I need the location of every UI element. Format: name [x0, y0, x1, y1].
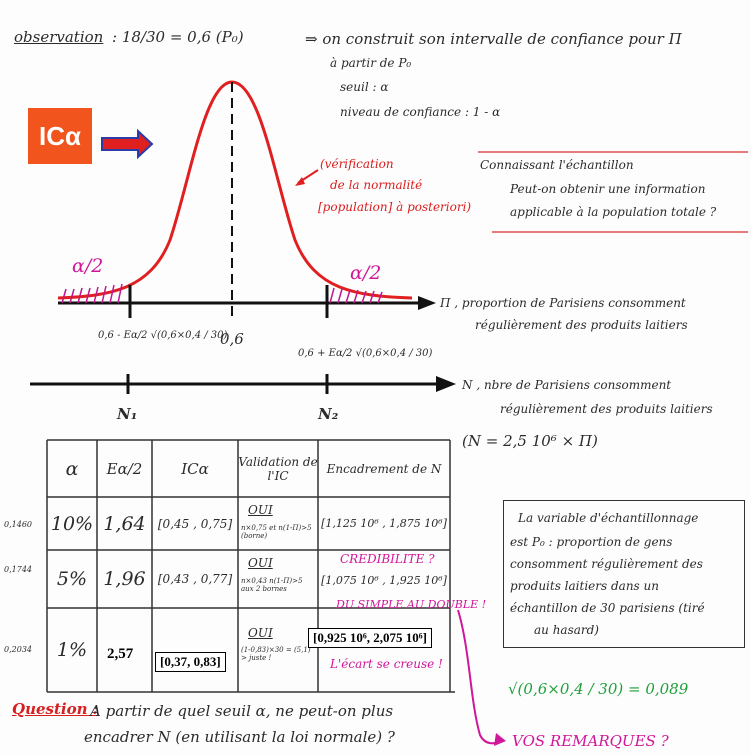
- row2-valid-note: n×0,43 n(1-Π)>5 aux 2 bornes: [241, 577, 303, 593]
- remarks-arrow: [457, 609, 501, 745]
- row3-valid: OUI: [248, 626, 273, 640]
- row1-e: 1,64: [103, 512, 146, 535]
- row1-ic: [0,45 , 0,75]: [157, 516, 233, 531]
- row3-alpha: 1%: [56, 639, 88, 661]
- note-line-1: La variable d'échantillonnage: [518, 511, 699, 525]
- from-p0: à partir de P₀: [330, 56, 412, 70]
- header-alpha: α: [65, 457, 79, 480]
- row1-encadrement: [1,125 10⁶ , 1,875 10⁶]: [321, 517, 447, 530]
- normality-note-2: de la normalité: [330, 178, 423, 192]
- row2-ic: [0,43 , 0,77]: [157, 572, 233, 586]
- alpha-half-left: α/2: [72, 255, 104, 277]
- ic-alpha-badge: ICα: [28, 108, 92, 164]
- row2-alpha: 5%: [56, 568, 88, 590]
- standard-error-formula: √(0,6×0,4 / 30) = 0,089: [508, 680, 689, 698]
- row3-ic: [0,37, 0,83]: [155, 652, 226, 672]
- note-line-2: est P₀ : proportion de gens: [510, 535, 673, 549]
- n-definition: N , nbre de Parisiens consomment: [462, 378, 672, 392]
- row3-valid-note: (1-0,83)×30 = (5,1) > juste !: [241, 646, 311, 662]
- question-text-2: encadrer N (en utilisant la loi normale)…: [84, 728, 395, 746]
- n2-label: N₂: [318, 405, 339, 423]
- note-line-5: échantillon de 30 parisiens (tiré: [510, 601, 705, 615]
- side-value-2: 0,1744: [4, 565, 32, 574]
- badge-arrow: [101, 128, 154, 160]
- note-line-3: consomment régulièrement des: [510, 557, 703, 571]
- question-label: Question :: [12, 700, 99, 718]
- knowing-sample: Connaissant l'échantillon: [480, 158, 634, 172]
- n-formula: (N = 2,5 10⁶ × Π): [462, 432, 598, 450]
- side-value-1: 0,1460: [4, 520, 32, 529]
- header-validation: Validation de l'IC: [238, 454, 318, 483]
- left-tail-hatch: [61, 283, 123, 304]
- pi-definition: Π , proportion de Parisiens consomment: [440, 296, 686, 310]
- right-tail-hatch: [329, 287, 383, 304]
- sampling-variable-box: La variable d'échantillonnage est P₀ : p…: [503, 500, 745, 648]
- normality-note-1: (vérification: [320, 157, 394, 171]
- pi-definition-2: régulièrement des produits laitiers: [475, 318, 688, 332]
- row1-valid-note: n×0,75 et n(1-Π)>5 (borne): [241, 524, 312, 540]
- lower-bound-formula: 0,6 - Eα/2 √(0,6×0,4 / 30): [98, 330, 228, 341]
- normality-note-3: [population] à posteriori): [318, 200, 472, 214]
- row1-valid: OUI: [248, 503, 273, 517]
- observation-label: observation: [14, 28, 104, 46]
- credibility-note: CREDIBILITE ?: [340, 552, 435, 566]
- row2-encadrement: [1,075 10⁶ , 1,925 10⁶]: [321, 573, 447, 587]
- remarks-label: VOS REMARQUES ?: [512, 732, 669, 750]
- pi-axis-arrow: [418, 296, 436, 310]
- simple-double-note: DU SIMPLE AU DOUBLE !: [336, 598, 487, 611]
- header-e: Eα/2: [106, 459, 143, 478]
- generalize-question-2: applicable à la population totale ?: [510, 205, 717, 219]
- row2-valid: OUI: [248, 556, 273, 570]
- note-line-4: produits laitiers dans un: [510, 579, 659, 593]
- ecart-note: L'écart se creuse !: [330, 657, 443, 671]
- row3-e: 2,57: [107, 646, 134, 662]
- n-definition-2: régulièrement des produits laitiers: [500, 402, 713, 416]
- n-axis-arrow: [436, 376, 456, 392]
- row2-e: 1,96: [103, 568, 146, 590]
- interval-intro: ⇒ on construit son intervalle de confian…: [305, 30, 682, 48]
- mean-label: 0,6: [220, 330, 244, 348]
- header-ic: ICα: [181, 459, 209, 478]
- n1-label: N₁: [117, 405, 138, 423]
- note-line-6: au hasard): [534, 623, 599, 637]
- question-text: A partir de quel seuil α, ne peut-on plu…: [90, 702, 394, 720]
- side-value-3: 0,2034: [4, 645, 32, 654]
- row3-encadrement: [0,925 10⁶, 2,075 10⁶]: [308, 628, 432, 648]
- generalize-question: Peut-on obtenir une information: [510, 182, 706, 196]
- header-encadrement: Encadrement de N: [326, 461, 442, 476]
- observation-formula: : 18/30 = 0,6 (P₀): [112, 28, 244, 46]
- alpha-half-right: α/2: [350, 262, 382, 284]
- threshold-line: seuil : α: [340, 80, 389, 94]
- upper-bound-formula: 0,6 + Eα/2 √(0,6×0,4 / 30): [298, 348, 433, 359]
- row1-alpha: 10%: [50, 512, 94, 535]
- confidence-line: niveau de confiance : 1 - α: [340, 105, 501, 119]
- table-grid: [46, 439, 455, 693]
